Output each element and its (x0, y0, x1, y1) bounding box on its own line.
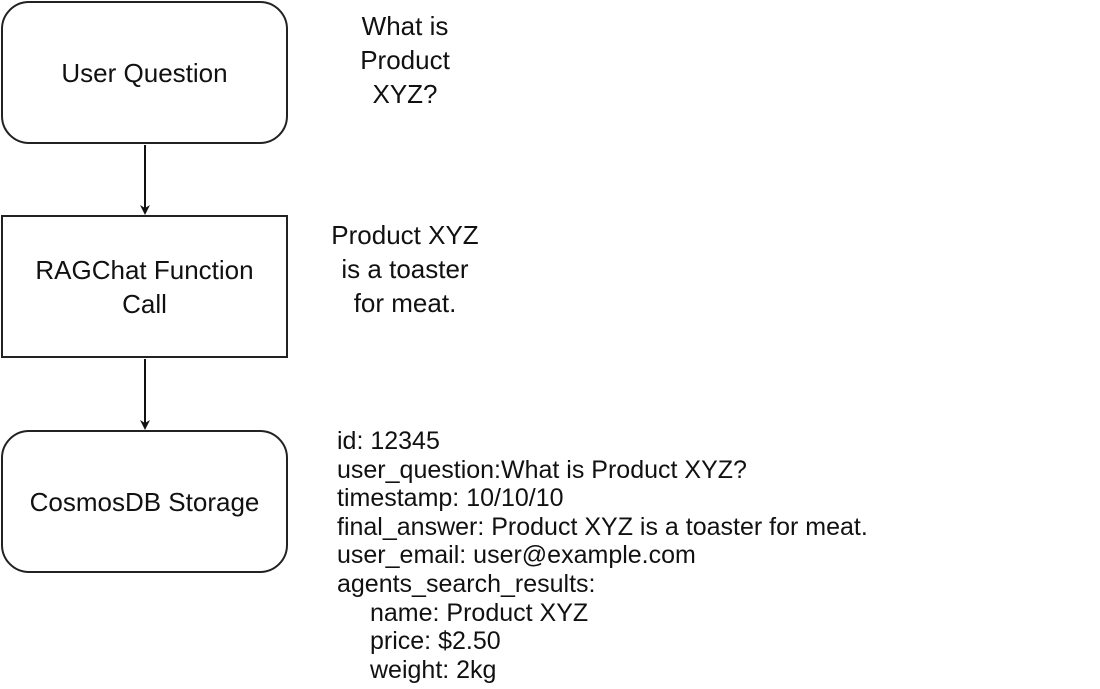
cosmosdb-storage-node: CosmosDB Storage (1, 430, 288, 573)
user-question-node: User Question (1, 1, 288, 144)
record-field-final-answer: final_answer: Product XYZ is a toaster f… (337, 512, 868, 541)
cosmos-record: id: 12345 user_question:What is Product … (337, 427, 868, 684)
ragchat-function-node: RAGChat Function Call (1, 215, 288, 358)
record-field-timestamp: timestamp: 10/10/10 (337, 484, 564, 513)
user-question-label: User Question (61, 57, 228, 88)
question-annotation: What is Product XYZ? (360, 11, 450, 109)
answer-annotation: Product XYZ is a toaster for meat. (331, 220, 479, 318)
record-field-id: id: 12345 (337, 427, 440, 455)
record-field-user-email: user_email: user@example.com (337, 541, 696, 570)
record-field-user-question: user_question:What is Product XYZ? (337, 455, 747, 484)
cosmosdb-storage-label: CosmosDB Storage (29, 486, 260, 517)
record-nested-name: name: Product XYZ (370, 598, 589, 627)
record-nested-price: price: $2.50 (370, 627, 501, 656)
record-field-agents-search-results: agents_search_results: (337, 569, 596, 598)
record-nested-weight: weight: 2kg (370, 655, 497, 684)
ragchat-function-label: RAGChat Function Call (35, 254, 254, 319)
